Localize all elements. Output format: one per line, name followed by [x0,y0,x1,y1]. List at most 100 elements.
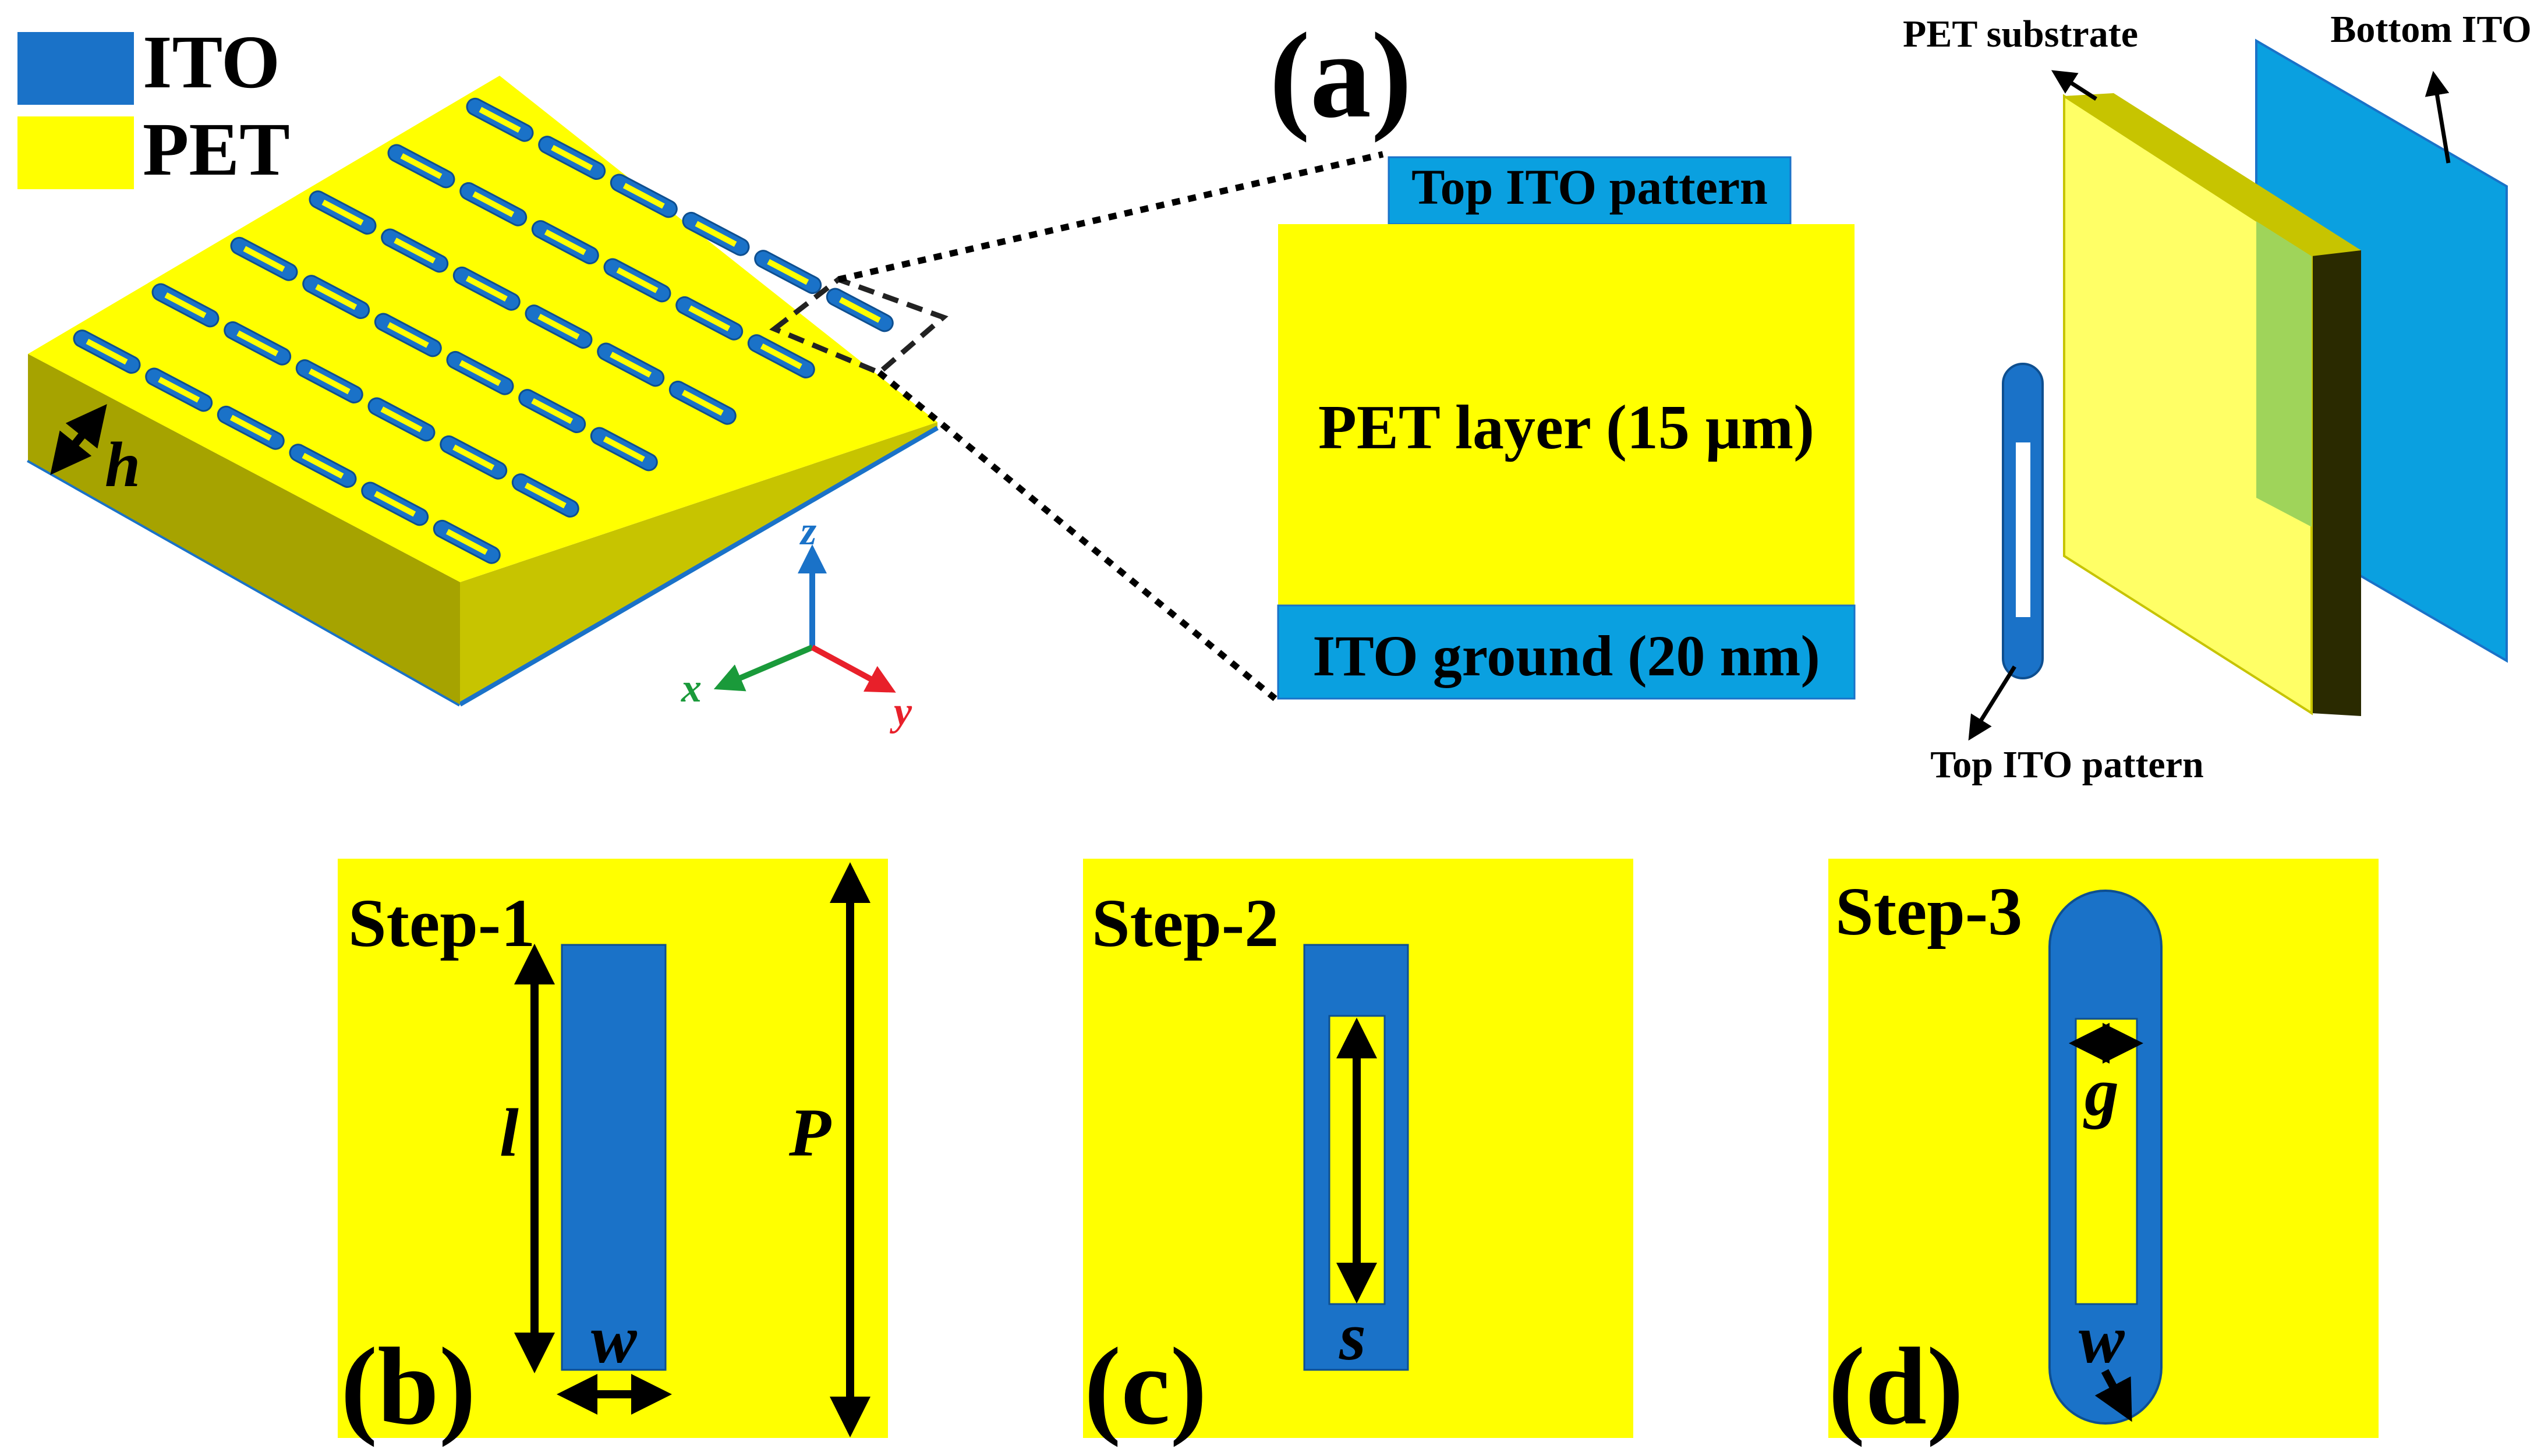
resonator-slot [479,107,521,133]
x-axis-label: x [681,666,702,711]
z-axis-label: z [799,509,816,554]
resonator [446,350,514,395]
resonator [826,288,894,332]
resonator [309,190,377,235]
y-axis-label: y [890,689,912,734]
resonator-slot [321,199,364,226]
resonator [289,444,357,488]
pet-substrate-face [2063,94,2313,715]
resonator-slot [465,275,508,302]
pet-substrate-top [2064,93,2361,256]
resonator [597,342,665,387]
bottom-ito-label: Bottom ITO [2330,8,2531,51]
resonator [747,334,815,378]
resonator-slot [387,322,429,348]
resonator-slot [459,360,501,386]
resonator [381,228,449,273]
legend-ito-swatch [17,32,134,105]
resonator [675,296,744,341]
resonator-slot [688,305,731,331]
metasurface-slab: h [27,76,939,707]
h-arrow [50,404,107,475]
pet-substrate-edge [2312,247,2361,716]
resonator-slot [380,406,423,433]
resonator [302,275,370,319]
resonator-slot [616,267,659,293]
panel-c: Step-2 s (c) [1083,859,1633,1448]
top-pattern-leader [1968,665,2016,741]
panel-b-w-label: w [591,1301,638,1377]
resonator-slot [158,377,200,403]
resonator-slot [308,368,351,395]
panel-b-strip [561,944,667,1371]
resonator-slot [164,292,207,318]
legend-pet-label: PET [143,108,290,192]
resonator [610,173,678,218]
cross-section-ground-ito [1277,604,1856,700]
resonator-grid [73,97,894,564]
resonator [668,380,737,425]
coordinate-axes: z x y [681,509,912,734]
resonator-slot [229,415,272,441]
resonator-slot [472,191,515,217]
panel-d-g-label: g [2083,1054,2119,1130]
resonator [466,97,534,142]
slab-left-face-shade [28,354,460,704]
legend-pet-swatch [17,116,134,189]
resonator [151,283,220,328]
panel-c-s-label: s [1339,1298,1366,1374]
panel-d-step: Step-3 [1835,873,2022,950]
panel-d-w-label: w [2079,1301,2125,1377]
resonator-slot [603,436,645,462]
cross-section-pet [1278,224,1855,605]
resonator [531,220,599,264]
resonator [230,236,298,281]
cross-section: Top ITO pattern PET layer (15 μm) ITO gr… [1277,156,1856,700]
x-axis [713,644,813,692]
resonator [459,182,528,226]
resonator-slot [767,258,809,285]
resonator [682,211,750,256]
cross-section-pet-label: PET layer (15 μm) [1318,393,1814,462]
pet-substrate-label: PET substrate [1903,13,2138,55]
slab-top-face [28,76,937,582]
resonator-slot [302,452,344,479]
zoom-line-bottom [877,370,1277,702]
resonator [440,435,508,480]
resonator [590,427,658,472]
resonator-slot [838,297,881,323]
resonator [367,397,436,442]
pet-substrate-leader [2051,70,2097,101]
panel-d-slot [2075,1018,2138,1305]
resonator [387,144,455,189]
zoom-box [769,276,949,376]
panel-b-step: Step-1 [348,885,535,961]
resonator-slot [236,330,279,356]
resonator-slot [681,389,724,416]
panel-c-label: (c) [1084,1326,1207,1448]
resonator-slot [695,221,737,247]
panel-b: Step-1 l P w (b) [338,859,888,1448]
slab-ground-edge-right [458,426,939,707]
top-ito-pattern-slot [2016,442,2030,617]
panel-d-label: (d) [1828,1326,1963,1448]
panel-c-step: Step-2 [1092,885,1279,961]
resonator [224,321,292,366]
cross-section-top-label: Top ITO pattern [1411,159,1768,215]
resonator [145,367,213,412]
resonator [754,250,822,294]
resonator [361,481,429,526]
panel-b-label: (b) [341,1326,476,1448]
cross-section-ground-label: ITO ground (20 nm) [1312,624,1820,688]
resonator [295,359,363,403]
resonator-slot [531,398,574,424]
resonator [452,266,521,311]
resonator [603,258,671,303]
resonator [217,405,285,450]
resonator-slot [622,183,665,209]
zoom-indicator [769,151,1384,702]
resonator [525,304,593,349]
resonator-slot [374,491,416,517]
resonator-slot [243,246,285,272]
